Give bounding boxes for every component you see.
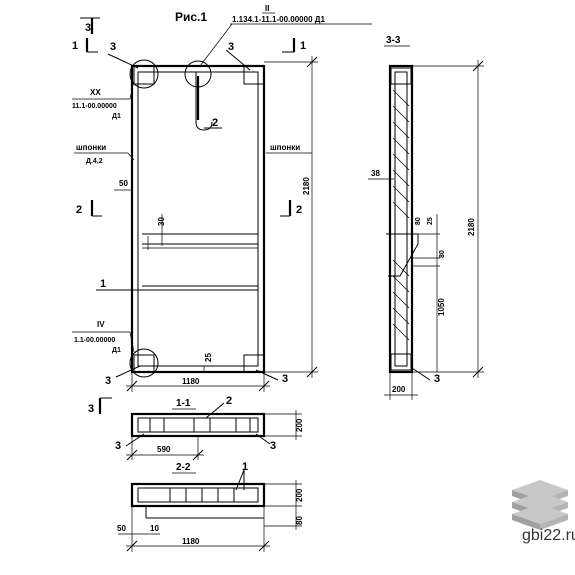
- svg-text:Д.4,2: Д.4,2: [86, 158, 103, 165]
- svg-text:80: 80: [415, 217, 422, 225]
- section-1-1-title: 1-1: [176, 398, 191, 409]
- svg-text:200: 200: [392, 385, 406, 394]
- svg-text:шпонки: шпонки: [270, 143, 300, 152]
- svg-text:200: 200: [295, 418, 304, 432]
- dim-2180-main: 2180: [264, 56, 318, 378]
- callout-3-top-right: 3: [225, 41, 251, 71]
- svg-text:XX: XX: [90, 88, 101, 97]
- section-mark-1-right: 1: [282, 38, 306, 53]
- node-xx-circle: [129, 59, 159, 89]
- keys-right: шпонки: [266, 143, 312, 154]
- svg-text:2180: 2180: [302, 177, 311, 195]
- svg-text:80: 80: [295, 516, 304, 525]
- svg-text:1: 1: [300, 40, 306, 52]
- section-3-3-title: 3-3: [386, 35, 401, 46]
- panel-elevation: [130, 64, 266, 374]
- svg-text:3: 3: [105, 375, 111, 387]
- svg-text:2: 2: [76, 204, 82, 216]
- dim-25-main: 25: [203, 353, 213, 372]
- section-mark-3-bottom: 3: [88, 397, 112, 415]
- section-mark-3-label: 3: [85, 22, 91, 34]
- section-2-2: 2-2 1 200 80 50 10 1180: [117, 461, 304, 552]
- svg-text:50: 50: [119, 179, 128, 188]
- svg-text:2: 2: [226, 395, 232, 407]
- dim-1180-main: 1180: [126, 372, 270, 392]
- callout-3-top-left: 3: [107, 41, 139, 69]
- svg-text:3: 3: [228, 41, 234, 53]
- callout-3-bottom-right: 3: [255, 369, 288, 385]
- svg-text:IV: IV: [97, 320, 105, 329]
- section-mark-1-left: 1: [72, 38, 98, 53]
- svg-text:3: 3: [270, 440, 276, 452]
- svg-text:3: 3: [110, 41, 116, 53]
- svg-text:30: 30: [157, 217, 166, 226]
- svg-text:25: 25: [204, 353, 213, 362]
- doc-code: 1.134.1-11.1-00.00000 Д1: [232, 15, 325, 24]
- svg-text:1: 1: [72, 40, 78, 52]
- figure-title: Рис.1: [175, 10, 207, 24]
- keys-left: шпонки Д.4,2: [74, 143, 135, 165]
- svg-text:2: 2: [212, 117, 218, 129]
- svg-text:1180: 1180: [182, 377, 200, 386]
- svg-text:10: 10: [150, 524, 159, 533]
- section-mark-2-right: 2: [280, 200, 302, 217]
- dim-30: 30: [157, 217, 166, 226]
- svg-text:1: 1: [242, 461, 248, 473]
- svg-text:590: 590: [157, 445, 171, 454]
- section-3-3: 3-3 38 80 25 80 1050 2180: [368, 35, 484, 400]
- svg-text:1.1-00.00000: 1.1-00.00000: [74, 337, 115, 344]
- section-mark-2-left: 2: [76, 200, 102, 217]
- svg-text:1180: 1180: [182, 537, 200, 546]
- svg-text:Д1: Д1: [112, 347, 121, 354]
- svg-text:2: 2: [296, 204, 302, 216]
- callout-1-main: 1: [96, 278, 258, 291]
- callout-2-loop: 2: [204, 117, 222, 129]
- svg-text:3: 3: [282, 373, 288, 385]
- svg-text:2180: 2180: [467, 218, 476, 236]
- svg-text:Д1: Д1: [112, 113, 121, 120]
- svg-text:11.1-00.00000: 11.1-00.00000: [72, 103, 117, 110]
- svg-text:3: 3: [434, 373, 440, 385]
- svg-text:80: 80: [439, 250, 446, 258]
- svg-text:25: 25: [427, 217, 434, 225]
- svg-text:3: 3: [88, 403, 94, 415]
- doc-code-mark: II: [265, 4, 269, 13]
- node-xx-label: XX 11.1-00.00000 Д1: [72, 79, 135, 120]
- svg-text:3: 3: [115, 440, 121, 452]
- svg-text:50: 50: [117, 524, 126, 533]
- dim-50-left: 50: [114, 179, 132, 191]
- svg-text:38: 38: [371, 169, 380, 178]
- watermark-text: gbi22.ru: [522, 527, 575, 544]
- node-iv-circle: [129, 348, 159, 378]
- section-mark-3-top: 3: [80, 17, 100, 34]
- section-2-2-title: 2-2: [176, 462, 191, 473]
- svg-text:1050: 1050: [437, 298, 446, 316]
- svg-text:шпонки: шпонки: [76, 143, 106, 152]
- callout-3-bottom-left: 3: [105, 365, 141, 387]
- node-iv-label: IV 1.1-00.00000 Д1: [72, 320, 135, 354]
- watermark-logo-icon: [512, 480, 568, 530]
- svg-text:1: 1: [100, 278, 106, 290]
- node-ii-circle: [184, 60, 212, 88]
- section-1-1: 1-1 2 3 3 590 200: [115, 395, 304, 461]
- svg-text:200: 200: [295, 488, 304, 502]
